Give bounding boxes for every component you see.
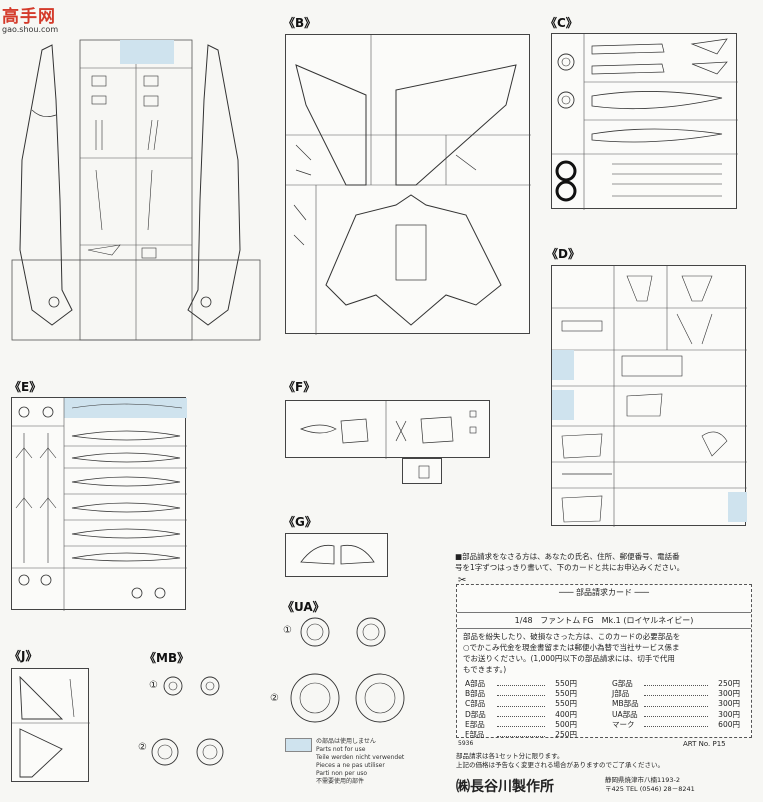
legend-en: Parts not for use (316, 746, 366, 753)
mb-wheels-drawing (151, 676, 224, 766)
section-mb-label: 《MB》 (144, 651, 190, 665)
sprue-g-drawing (300, 544, 375, 565)
sprue-j-frame (11, 668, 90, 782)
company-address-line: 静岡県焼津市八楠1193-2 (605, 776, 681, 784)
order-model-name: ファントム FG Mk.1 (ロイヤルネイビー) (540, 616, 694, 625)
sprue-d-drawing (552, 266, 747, 527)
order-body-line4: もできます。) (463, 665, 507, 674)
order-header-line2: 号を1字ずつはっきり書いて、下のカードと共にお申込みください。 (455, 563, 685, 572)
order-card-title: ─── 部品請求カード ─── (559, 588, 649, 597)
order-header: ■部品請求をなさる方は、あなたの氏名、住所、郵便番号、電話番 号を1字ずつはっき… (455, 551, 755, 573)
order-model-scale: 1/48 (514, 616, 533, 625)
scissors-icon: ✂ (458, 575, 467, 586)
watermark-logo: 高手网 gao.shou.com (2, 2, 68, 34)
legend-jp: の部品は使用しません (316, 738, 376, 745)
section-e-label: 《E》 (9, 380, 42, 394)
section-f-label: 《F》 (283, 380, 316, 394)
order-art-no: ART No. P15 (683, 740, 726, 748)
sprue-e-drawing (12, 398, 187, 611)
sprue-g-frame (285, 533, 388, 577)
company-address: 静岡県焼津市八楠1193-2 〒425 TEL (0546) 28－8241 (605, 776, 695, 794)
legend-swatch (285, 738, 312, 752)
ua-index-2: ② (270, 693, 279, 704)
legend-text: の部品は使用しません Parts not for use Teile werde… (316, 738, 404, 786)
section-d-label: 《D》 (546, 247, 580, 261)
order-card-title-text: 部品請求カード (576, 588, 632, 597)
order-body-line2: ○でかこみ代金を現金書留または郵便小為替で当社サービス係ま (463, 643, 680, 652)
sprue-b-drawing (286, 35, 531, 335)
company-name: ㈱長谷川製作所 (456, 779, 554, 795)
order-body: 部品を紛失したり、破損なさった方は、このカードの必要部品を ○でかこみ代金を現金… (463, 631, 745, 675)
sprue-c-drawing (552, 34, 738, 210)
sprue-a-drawing (11, 39, 261, 341)
sprue-f-drawing (300, 401, 477, 459)
section-c-label: 《C》 (545, 16, 578, 30)
order-card: ─── 部品請求カード ─── 1/48 ファントム FG Mk.1 (ロイヤル… (456, 584, 752, 740)
sprue-j-drawing (12, 675, 90, 778)
sprue-c-frame (551, 33, 738, 210)
legend-cn: 不需要使用的部件 (316, 778, 365, 785)
order-body-line1: 部品を紛失したり、破損なさった方は、このカードの必要部品を (463, 632, 681, 641)
watermark-logo-text: 高手网 (2, 7, 56, 27)
sprue-d-frame (551, 265, 747, 527)
section-ua-label: 《UA》 (282, 600, 325, 614)
order-notes: 部品請求は各1セット分に限ります。 上記の価格は予告なく変更される場合があります… (456, 752, 756, 770)
order-card-code: 5936 (458, 740, 474, 747)
section-j-label: 《J》 (9, 649, 38, 663)
order-note1: 部品請求は各1セット分に限ります。 (456, 752, 564, 760)
order-header-line1: ■部品請求をなさる方は、あなたの氏名、住所、郵便番号、電話番 (455, 552, 680, 561)
order-note2: 上記の価格は予告なく変更される場合がありますのでご了承ください。 (456, 761, 664, 769)
sprue-a-frame (11, 39, 261, 341)
ua-wheels-drawing (290, 617, 405, 723)
order-body-line3: でお送りください。(1,000円以下の部品請求には、切手で代用 (463, 654, 675, 663)
sprue-f-tab (402, 458, 442, 484)
order-model-line: 1/48 ファントム FG Mk.1 (ロイヤルネイビー) (457, 612, 751, 629)
legend-de: Teile werden nicht verwendet (316, 754, 405, 761)
section-b-label: 《B》 (283, 16, 317, 30)
company-tel: 〒425 TEL (0546) 28－8241 (605, 785, 695, 793)
sprue-f-frame (285, 400, 490, 459)
legend-fr: Pieces a ne pas utiliser (316, 762, 385, 769)
sprue-b-frame (285, 34, 531, 335)
ua-index-1: ① (283, 625, 292, 636)
sprue-e-frame (11, 397, 187, 611)
legend-it: Parti non per uso (316, 770, 368, 777)
watermark-url: gao.shou.com (2, 25, 59, 34)
section-g-label: 《G》 (283, 515, 317, 529)
mb-index-1: ① (149, 680, 158, 691)
mb-index-2: ② (138, 742, 147, 753)
